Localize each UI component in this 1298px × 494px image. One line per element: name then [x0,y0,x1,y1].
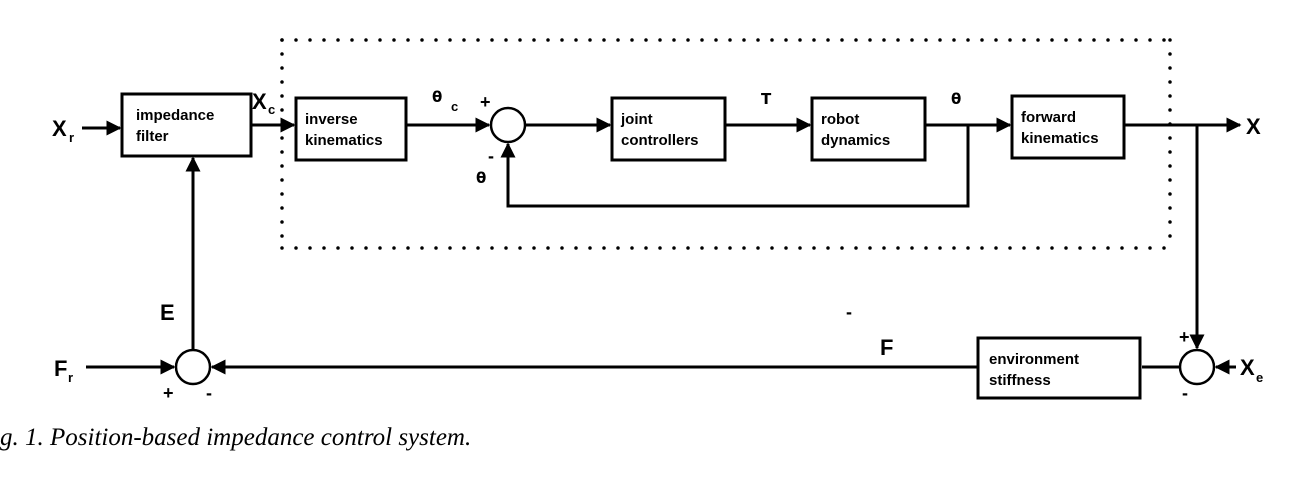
environment-stiffness-block: environment stiffness [976,336,1142,400]
error-label: E [160,300,175,325]
sum-position-plus-sign: + [1179,327,1190,347]
summing-junction-force [174,348,212,386]
robot-dynamics-label-line2: dynamics [821,132,890,149]
torque-label: T [761,90,772,108]
fr-subscript: r [68,370,73,385]
x-output-label: X [1246,114,1261,139]
sum-theta-plus-sign: + [480,92,491,112]
environment-stiffness-label-line2: stiffness [989,372,1051,389]
inverse-kinematics-label-line2: kinematics [305,132,383,149]
force-label: F [880,335,893,360]
robot-dynamics-block: robot dynamics [810,96,927,162]
signal-wires [82,117,1242,375]
impedance-filter-label-line1: impedance [136,107,214,124]
theta-feedback-label: θ [476,169,486,187]
joint-controllers-label-line2: controllers [621,132,699,149]
forward-kinematics-block: forward kinematics [1010,94,1126,160]
summing-junction-position [1178,348,1216,386]
xr-subscript: r [69,130,74,145]
xc-subscript: c [268,102,275,117]
theta-c-label: θ [432,88,442,106]
sum-position-minus-sign: - [1182,383,1188,403]
stray-minus-mark: - [846,302,852,322]
theta-label: θ [951,90,961,108]
xe-subscript: e [1256,370,1263,385]
xc-label: X [252,89,267,114]
forward-kinematics-label-line2: kinematics [1021,130,1099,147]
theta-c-subscript: c [451,99,458,114]
xr-label: X [52,116,67,141]
sum-theta-minus-sign: - [488,146,494,166]
xe-label: X [1240,355,1255,380]
summing-junction-theta [489,106,527,144]
impedance-filter-block: impedance filter [120,92,253,158]
environment-stiffness-label-line1: environment [989,351,1079,368]
inverse-kinematics-label-line1: inverse [305,111,358,128]
forward-kinematics-label-line1: forward [1021,109,1076,126]
sum-force-plus-sign: + [163,383,174,403]
sum-force-minus-sign: - [206,383,212,403]
fr-label: F [54,356,67,381]
figure-caption: g. 1. Position-based impedance control s… [0,424,472,451]
robot-dynamics-label-line1: robot [821,111,859,128]
joint-controllers-block: joint controllers [610,96,727,162]
joint-controllers-label-line1: joint [620,111,653,128]
inverse-kinematics-block: inverse kinematics [294,96,408,162]
impedance-filter-label-line2: filter [136,128,169,145]
